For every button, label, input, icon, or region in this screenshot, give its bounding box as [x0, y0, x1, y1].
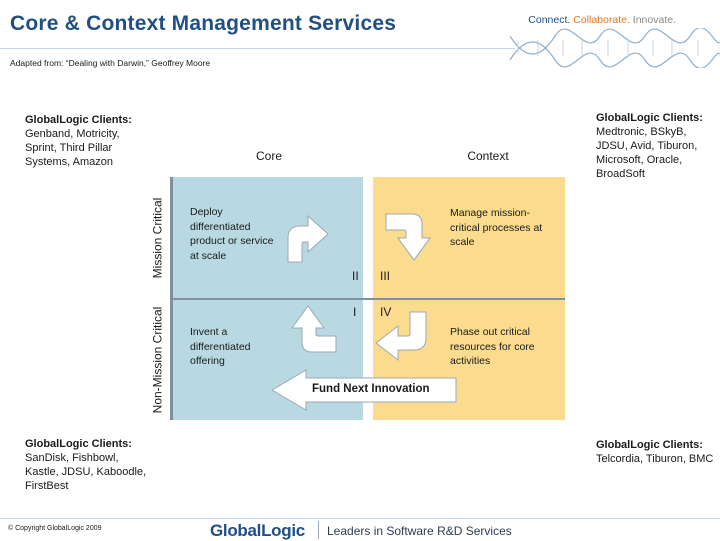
core-label: Core — [255, 149, 282, 163]
tagline-collaborate: Collaborate. — [573, 14, 630, 26]
header-divider — [0, 48, 515, 49]
copyright-notice: © Copyright GlobalLogic 2009 — [8, 525, 102, 532]
logo-text-logic: Logic — [261, 521, 305, 540]
quadrant-manage-text: Manage mission-critical processes at sca… — [450, 207, 543, 248]
callout-body: Medtronic, BSkyB, JDSU, Avid, Tiburon, M… — [596, 126, 698, 180]
quadrant-deploy-text: Deploy differentiated product or service… — [190, 206, 274, 262]
row-header-mission-critical: Mission Critical — [146, 177, 168, 299]
clients-mission-critical-context: GlobalLogic Clients: Medtronic, BSkyB, J… — [596, 111, 714, 181]
brand-tagline: Leaders in Software R&D Services — [327, 524, 512, 538]
fund-next-innovation-label: Fund Next Innovation — [312, 383, 430, 395]
mission-critical-label: Mission Critical — [150, 197, 164, 279]
quadrant-number-i: I — [353, 305, 357, 319]
tagline: Connect. Collaborate. Innovate. — [528, 14, 676, 26]
clients-mission-critical-core: GlobalLogic Clients: Genband, Motricity,… — [25, 113, 150, 169]
row-divider — [170, 298, 565, 300]
callout-heading: GlobalLogic Clients: — [596, 439, 703, 451]
source-citation: Adapted from: “Dealing with Darwin,” Geo… — [10, 58, 211, 68]
callout-heading: GlobalLogic Clients: — [25, 438, 132, 450]
context-label: Context — [467, 149, 509, 163]
clients-non-mission-critical-context: GlobalLogic Clients: Telcordia, Tiburon,… — [596, 438, 714, 466]
callout-body: Telcordia, Tiburon, BMC — [596, 453, 714, 465]
footer-divider — [0, 518, 720, 519]
callout-heading: GlobalLogic Clients: — [25, 114, 132, 126]
dna-helix-graphic — [510, 28, 720, 68]
quadrant-invent-text: Invent a differentiated offering — [190, 326, 251, 367]
footer-separator — [318, 521, 319, 539]
tagline-connect: Connect. — [528, 14, 571, 26]
callout-body: SanDisk, Fishbowl, Kastle, JDSU, Kaboodl… — [25, 452, 147, 492]
tagline-innovate: Innovate. — [632, 14, 676, 26]
quadrant-number-ii: II — [352, 269, 359, 283]
logo-text-global: Global — [210, 521, 262, 540]
callout-body: Genband, Motricity, Sprint, Third Pillar… — [25, 128, 120, 168]
non-mission-critical-label: Non-Mission Critical — [150, 306, 164, 413]
globallogic-logo: GlobalLogic — [210, 521, 305, 541]
quadrant-number-iv: IV — [380, 305, 392, 319]
column-header-context: Context — [373, 143, 563, 169]
row-header-non-mission-critical: Non-Mission Critical — [146, 299, 168, 420]
quadrant-phase-text: Phase out critical resources for core ac… — [450, 326, 535, 367]
callout-heading: GlobalLogic Clients: — [596, 112, 703, 124]
page-title: Core & Context Management Services — [10, 12, 397, 35]
clients-non-mission-critical-core: GlobalLogic Clients: SanDisk, Fishbowl, … — [25, 437, 150, 493]
quadrant-number-iii: III — [380, 269, 391, 283]
column-header-core: Core — [175, 143, 363, 169]
